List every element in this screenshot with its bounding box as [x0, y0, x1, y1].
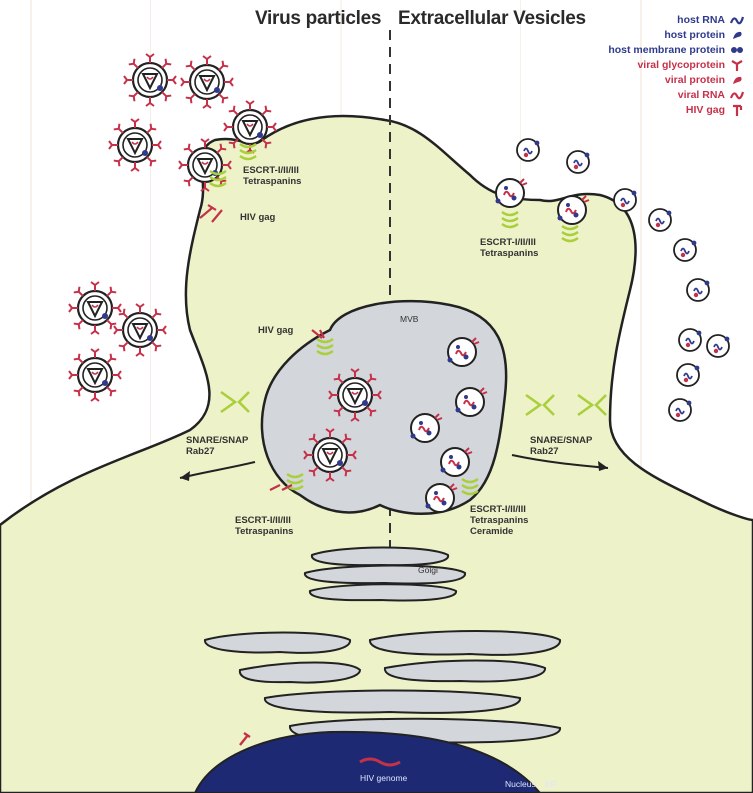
label-nucleus: Nucleus: [505, 779, 536, 790]
hiv-gag-icon: [729, 103, 745, 117]
legend: host RNA host protein host membrane prot…: [595, 12, 745, 117]
host-membrane-protein-icon: [729, 43, 745, 57]
label-hiv-gag-top: HIV gag: [240, 212, 275, 223]
host-rna-icon: [729, 13, 745, 27]
header-extracellular-vesicles: Extracellular Vesicles: [398, 8, 586, 30]
label-escrt-bottom-left: ESCRT-I/II/III Tetraspanins: [235, 515, 293, 537]
label-hiv-genome: HIV genome: [360, 773, 407, 784]
label-snare-left: SNARE/SNAP Rab27: [186, 435, 248, 457]
legend-item-host-protein: host protein: [595, 27, 745, 42]
viral-rna-icon: [729, 88, 745, 102]
golgi-apparatus: [305, 548, 465, 601]
legend-item-viral-rna: viral RNA: [595, 87, 745, 102]
legend-item-host-rna: host RNA: [595, 12, 745, 27]
legend-item-host-membrane-protein: host membrane protein: [595, 42, 745, 57]
label-escrt-top-left: ESCRT-I/II/III Tetraspanins: [243, 165, 301, 187]
legend-item-viral-protein: viral protein: [595, 72, 745, 87]
label-hiv-gag-mvb: HIV gag: [258, 325, 293, 336]
label-mvb: MVB: [400, 314, 418, 325]
header-virus-particles: Virus particles: [255, 8, 381, 30]
viral-protein-icon: [729, 73, 745, 87]
legend-item-viral-glycoprotein: viral glycoprotein: [595, 57, 745, 72]
host-protein-icon: [729, 28, 745, 42]
legend-item-hiv-gag: HIV gag: [595, 102, 745, 117]
label-golgi: Golgi: [418, 565, 438, 576]
label-escrt-top-right: ESCRT-I/II/III Tetraspanins: [480, 237, 538, 259]
label-er: ER: [545, 779, 557, 790]
label-escrt-bottom-right: ESCRT-I/II/III Tetraspanins Ceramide: [470, 504, 528, 537]
viral-glycoprotein-icon: [729, 58, 745, 72]
label-snare-right: SNARE/SNAP Rab27: [530, 435, 592, 457]
